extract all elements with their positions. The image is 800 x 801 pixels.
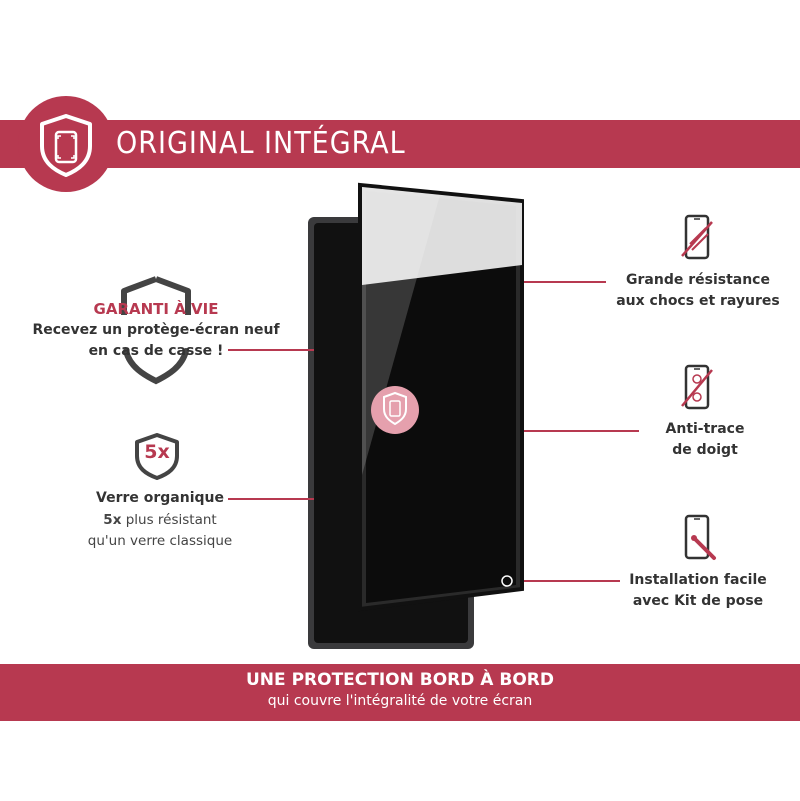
- strength-line2-rest: plus résistant: [121, 512, 217, 528]
- footer-band: [0, 664, 800, 721]
- strength-shield-icon: [135, 433, 179, 480]
- installation-tools-phone-icon: [684, 514, 716, 560]
- scratch-resistant-phone-icon: [681, 214, 713, 260]
- installation-line1: Installation facile: [629, 572, 767, 588]
- fingerprint-free-phone-icon: [681, 364, 713, 410]
- strength-badge-label: 5x: [144, 441, 170, 463]
- guarantee-line1: Recevez un protège-écran neuf: [32, 322, 280, 338]
- footer-subtitle: qui couvre l'intégralité de votre écran: [267, 693, 533, 709]
- header-title: ORIGINAL INTÉGRAL: [116, 126, 406, 161]
- fingerprint-line2: de doigt: [672, 442, 738, 458]
- installation-line2: avec Kit de pose: [632, 593, 764, 609]
- connector-line-installation: [524, 580, 620, 582]
- guarantee-title: GARANTI À VIE: [93, 300, 219, 318]
- strength-title: Verre organique: [96, 490, 224, 506]
- connector-line-strength: [228, 498, 314, 500]
- connector-line-fingerprint: [524, 430, 639, 432]
- header-band: [0, 120, 800, 168]
- phone-with-screen-protector: [308, 182, 524, 649]
- shield-phone-icon: [40, 114, 92, 177]
- strength-line2: 5x plus résistant: [70, 510, 250, 531]
- connector-line-guarantee: [228, 349, 314, 351]
- guarantee-shield-icon: [121, 276, 191, 385]
- shock-line2: aux chocs et rayures: [616, 293, 780, 309]
- strength-line2-bold: 5x: [103, 512, 122, 528]
- fingerprint-line1: Anti-trace: [665, 421, 745, 437]
- guarantee-line2: en cas de casse !: [88, 343, 224, 359]
- shock-line1: Grande résistance: [626, 272, 770, 288]
- footer-title: UNE PROTECTION BORD À BORD: [246, 670, 554, 690]
- connector-line-shock: [524, 281, 606, 283]
- strength-line3: qu'un verre classique: [87, 533, 233, 549]
